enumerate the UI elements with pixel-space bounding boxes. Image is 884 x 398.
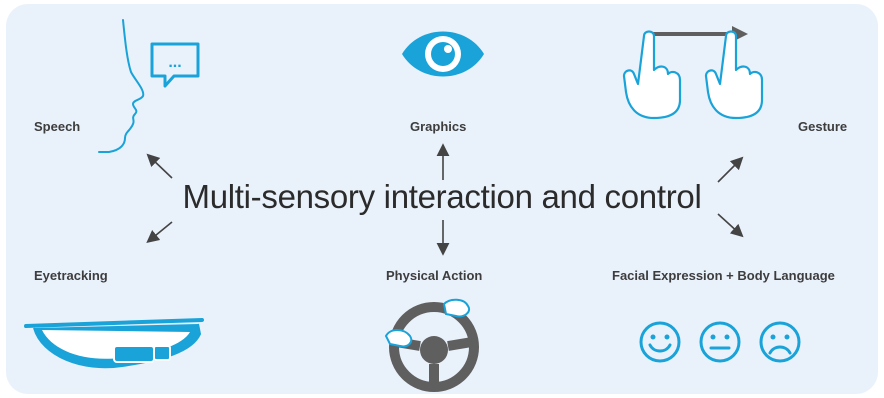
steering-wheel-icon	[384, 298, 479, 392]
label-facial-expression: Facial Expression + Body Language	[612, 268, 835, 283]
speech-bubble-text: ...	[168, 54, 181, 71]
arrow-gesture	[717, 156, 744, 183]
arrow-speech	[146, 153, 173, 179]
smart-glasses-icon	[24, 318, 204, 369]
label-eyetracking: Eyetracking	[34, 268, 108, 283]
label-speech: Speech	[34, 119, 81, 134]
swipe-gesture-icon	[622, 26, 764, 120]
label-gesture: Gesture	[798, 119, 848, 134]
center-title: Multi-sensory interaction and control	[182, 178, 702, 215]
label-physical-action: Physical Action	[386, 268, 483, 283]
speech-bubble-icon: ...	[150, 42, 200, 88]
sad-face-icon	[759, 321, 801, 363]
label-graphics: Graphics	[410, 119, 467, 134]
arrow-facial	[717, 213, 744, 238]
face-profile-icon	[98, 19, 145, 153]
arrow-eyetracking	[146, 221, 173, 244]
eye-icon	[402, 31, 484, 77]
neutral-face-icon	[699, 321, 741, 363]
happy-face-icon	[639, 321, 681, 363]
